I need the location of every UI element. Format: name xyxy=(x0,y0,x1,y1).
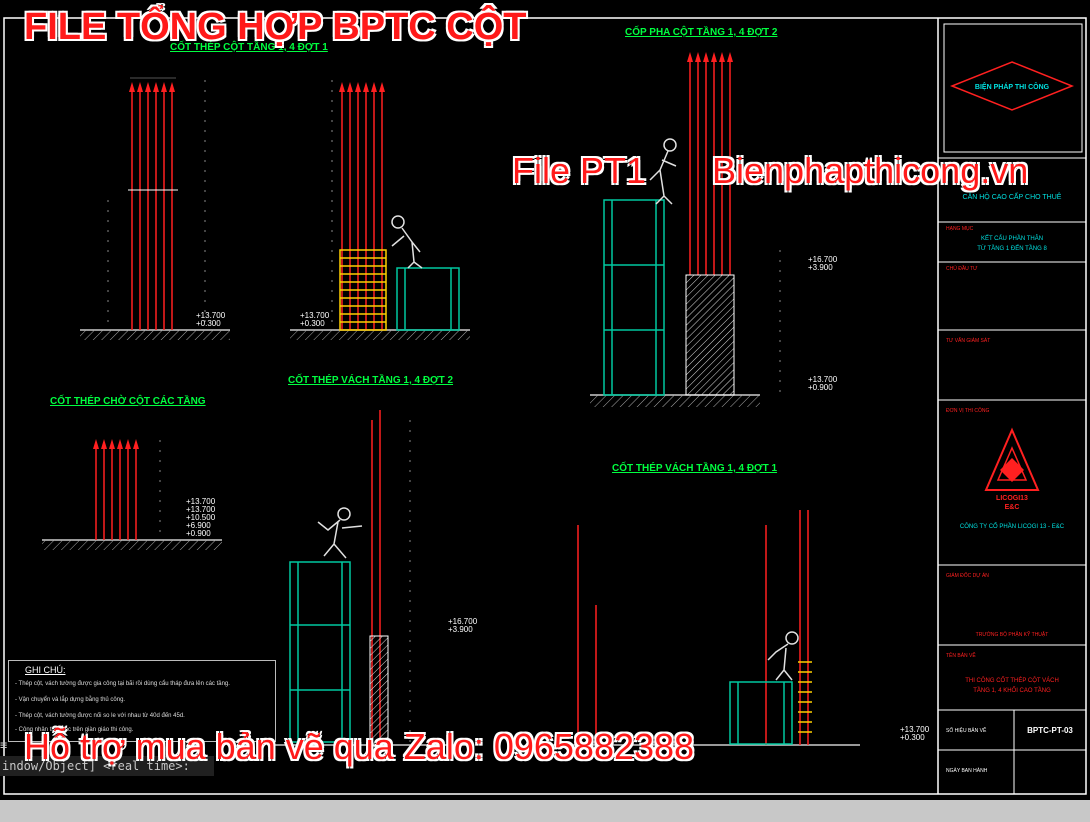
detail-column-rebar-2: +13.700 +0.300 xyxy=(290,80,470,340)
drawing-sheet: CỐT THÉP CỘT TẦNG 1, 4 ĐỢT 1 CỐP PHA CỘT… xyxy=(3,17,1087,795)
formwork-title: CỐP PHA CỘT TẦNG 1, 4 ĐỢT 2 xyxy=(625,24,778,38)
note-line: - Vận chuyển và lắp dựng bằng thủ công. xyxy=(15,697,126,703)
svg-text:+0.300: +0.300 xyxy=(900,733,925,742)
top-left-title: CỐT THÉP CỘT TẦNG 1, 4 ĐỢT 1 xyxy=(170,39,328,53)
svg-text:+13.700: +13.700 xyxy=(808,375,838,384)
note-line: - Thép cột, vách tường được gia công tại… xyxy=(15,681,230,687)
svg-text:LICOGI13: LICOGI13 xyxy=(996,495,1028,502)
svg-text:+0.900: +0.900 xyxy=(186,529,211,538)
svg-text:NGÀY BAN HÀNH: NGÀY BAN HÀNH xyxy=(946,767,988,774)
svg-text:+0.300: +0.300 xyxy=(196,319,221,328)
svg-text:GIÁM ĐỐC DỰ ÁN: GIÁM ĐỐC DỰ ÁN xyxy=(946,572,989,579)
svg-text:CÔNG TY CỔ PHẦN LICOGI 13 - E&: CÔNG TY CỔ PHẦN LICOGI 13 - E&C xyxy=(960,523,1065,530)
svg-text:+6.900: +6.900 xyxy=(186,521,211,530)
overlay-contact: Hỗ trợ mua bản vẽ qua Zalo: 0965882388 xyxy=(24,726,695,767)
svg-text:TỪ TẦNG 1 ĐẾN TẦNG 8: TỪ TẦNG 1 ĐẾN TẦNG 8 xyxy=(977,245,1047,252)
wall-rebar-1-title: CỐT THÉP VÁCH TẦNG 1, 4 ĐỢT 1 xyxy=(612,460,777,474)
svg-text:+13.700: +13.700 xyxy=(186,497,216,506)
detail-column-rebar-1: +13.700 +0.300 xyxy=(80,77,230,340)
sheet-border xyxy=(3,17,1087,795)
detail-wall-rebar-2: +16.700 +3.900 xyxy=(270,410,478,747)
status-bar xyxy=(0,800,1090,822)
svg-text:TÊN BẢN VẼ: TÊN BẢN VẼ xyxy=(946,651,976,659)
svg-text:E&C: E&C xyxy=(1005,504,1020,511)
overlay-title: FILE TỔNG HỢP BPTC CỘT xyxy=(24,6,527,48)
starter-title: CỐT THÉP CHỜ CỘT CÁC TẦNG xyxy=(50,393,206,407)
svg-text:BPTC-PT-03: BPTC-PT-03 xyxy=(1027,726,1073,735)
overlay-site: Bienphapthicong.vn xyxy=(712,150,1029,191)
command-line[interactable]: indow/Object] <real time>: xyxy=(0,756,214,776)
cad-drawing-canvas[interactable]: CỐT THÉP CỘT TẦNG 1, 4 ĐỢT 1 CỐP PHA CỘT… xyxy=(0,0,1090,800)
command-prompt-icon: ≡ xyxy=(0,738,8,752)
note-line: - Công nhân thao tác trên giàn giáo thi … xyxy=(15,727,134,733)
svg-text:+13.700: +13.700 xyxy=(900,725,930,734)
wall-rebar-2-title: CỐT THÉP VÁCH TẦNG 1, 4 ĐỢT 2 xyxy=(288,372,453,386)
detail-formwork: +16.700 +3.900 +13.700 +0.900 xyxy=(590,52,838,407)
title-block: BIỆN PHÁP THI CÔNG CĂN HỘ CAO CẤP CHO TH… xyxy=(938,23,1086,794)
svg-text:TRƯỞNG BỘ PHẬN KỸ THUẬT: TRƯỞNG BỘ PHẬN KỸ THUẬT xyxy=(976,631,1049,638)
company-logo: LICOGI13 E&C xyxy=(984,427,1040,511)
svg-text:KẾT CẤU PHẦN THÂN: KẾT CẤU PHẦN THÂN xyxy=(981,235,1043,242)
svg-text:HẠNG MỤC: HẠNG MỤC xyxy=(946,226,974,232)
note-line: - Thép cột, vách tường được nối so le vớ… xyxy=(15,713,185,719)
svg-text:TƯ VẤN GIÁM SÁT: TƯ VẤN GIÁM SÁT xyxy=(946,337,990,344)
svg-text:+3.900: +3.900 xyxy=(448,625,473,634)
notes-title: GHI CHÚ: xyxy=(25,665,66,675)
svg-text:CHỦ ĐẦU TƯ: CHỦ ĐẦU TƯ xyxy=(946,265,978,272)
svg-text:+13.700: +13.700 xyxy=(186,505,216,514)
svg-text:+0.900: +0.900 xyxy=(808,383,833,392)
detail-starter-bars: +13.700 +13.700 +10.500 +6.900 +0.900 xyxy=(42,439,222,550)
svg-text:+13.700: +13.700 xyxy=(300,311,330,320)
detail-wall-rebar-1: +13.700 +0.300 xyxy=(540,510,930,746)
svg-text:TẦNG 1, 4 KHỐI CAO TẦNG: TẦNG 1, 4 KHỐI CAO TẦNG xyxy=(973,687,1051,694)
svg-text:ĐƠN VỊ THI CÔNG: ĐƠN VỊ THI CÔNG xyxy=(946,407,989,414)
svg-text:THI CÔNG CỐT THÉP CỘT VÁCH: THI CÔNG CỐT THÉP CỘT VÁCH xyxy=(965,677,1059,684)
svg-text:+16.700: +16.700 xyxy=(448,617,478,626)
svg-text:+13.700: +13.700 xyxy=(196,311,226,320)
notes-box: GHI CHÚ: - Thép cột, vách tường được gia… xyxy=(8,660,276,742)
svg-text:CĂN HỘ CAO CẤP CHO THUÊ: CĂN HỘ CAO CẤP CHO THUÊ xyxy=(963,191,1062,201)
svg-text:+16.700: +16.700 xyxy=(808,255,838,264)
svg-text:+3.900: +3.900 xyxy=(808,263,833,272)
overlay-file-label: File PT1 xyxy=(512,150,647,191)
svg-text:SỐ HIỆU BẢN VẼ: SỐ HIỆU BẢN VẼ xyxy=(946,726,987,734)
svg-text:+0.300: +0.300 xyxy=(300,319,325,328)
svg-text:+10.500: +10.500 xyxy=(186,513,216,522)
stamp-text: BIỆN PHÁP THI CÔNG xyxy=(975,82,1050,91)
